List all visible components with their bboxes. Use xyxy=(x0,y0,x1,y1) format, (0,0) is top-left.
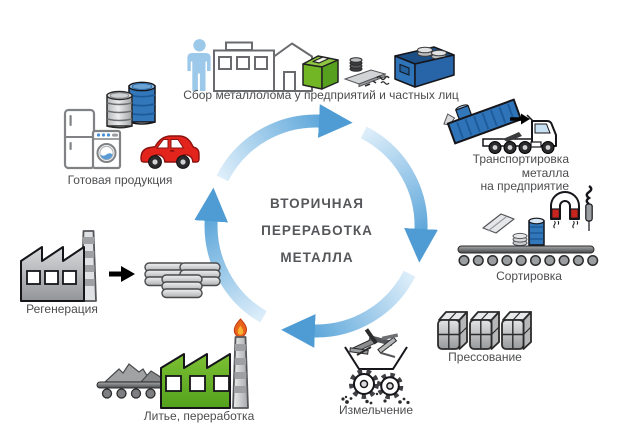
scrap-pile-icon xyxy=(343,57,390,88)
title-line-1: ВТОРИЧНАЯ xyxy=(269,196,365,211)
finished-products-icon xyxy=(63,81,200,170)
transport-caption-line-1: Транспортировка металла xyxy=(472,152,569,180)
transport-caption-line-2: на предприятие xyxy=(480,179,569,193)
metal-ingots-icon xyxy=(144,262,221,299)
shredding-caption: Измельчение xyxy=(338,403,414,417)
title-line-2: ПЕРЕРАБОТКА xyxy=(261,223,373,238)
barrel-icon xyxy=(128,81,156,125)
regeneration-caption: Регенерация xyxy=(26,302,98,316)
collection-caption: Сбор металлолома у предприятий и частных… xyxy=(183,88,459,102)
dump-truck-icon xyxy=(443,98,557,154)
barrel-icon xyxy=(106,90,133,129)
shredder-gears-icon xyxy=(341,328,410,405)
gear-icon xyxy=(376,372,404,400)
person-icon xyxy=(187,39,211,91)
washing-machine-icon xyxy=(91,129,122,170)
casting-factory-icon xyxy=(96,318,249,409)
regeneration-factory-icon xyxy=(20,230,221,302)
green-bin-icon xyxy=(302,55,339,90)
blue-dumpster-icon xyxy=(394,46,455,88)
black-arrow-icon xyxy=(109,266,135,282)
transport-caption: Транспортировка металла на предприятие xyxy=(427,152,569,194)
flame-icon xyxy=(233,318,248,338)
conveyor-belt-icon xyxy=(457,185,599,267)
magnet-icon xyxy=(550,191,580,229)
title-line-3: МЕТАЛЛА xyxy=(280,250,354,265)
pressing-caption: Прессование xyxy=(448,350,522,364)
sorting-caption: Сортировка xyxy=(496,269,562,283)
metal-bales-icon xyxy=(437,311,532,350)
fridge-icon xyxy=(63,108,96,170)
products-caption: Готовая продукция xyxy=(67,173,173,187)
gear-icon xyxy=(349,369,379,399)
diagram-title: ВТОРИЧНАЯ ПЕРЕРАБОТКА МЕТАЛЛА xyxy=(233,190,401,271)
warehouse-building-icon xyxy=(213,41,313,92)
car-icon xyxy=(140,135,200,169)
magnet-wand-icon xyxy=(585,185,593,231)
casting-caption: Литье, переработка xyxy=(143,409,255,423)
